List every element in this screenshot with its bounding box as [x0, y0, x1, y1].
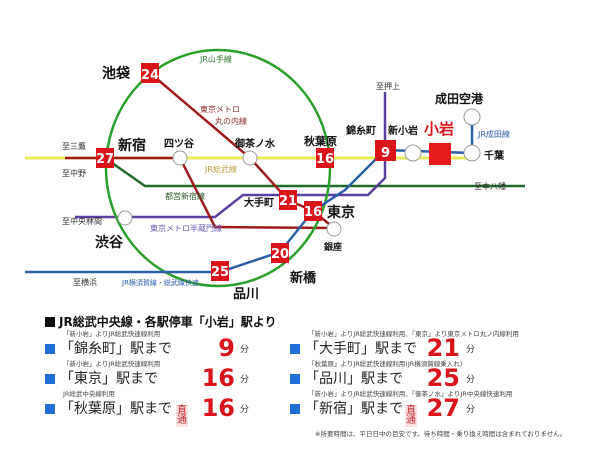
destination: 「錦糸町」駅まで: [60, 341, 172, 357]
route-note: 「新小岩」よりJR総武快速線利用、「御茶ノ水」よりJR中央線快速利用: [308, 390, 513, 398]
station-narita-airport: 成田空港: [435, 91, 484, 126]
station-yotsuya: 四ツ谷: [164, 137, 195, 166]
hanzomon-label: 東京メトロ半蔵門線: [150, 223, 222, 233]
sobu-label: JR総武線: [204, 164, 237, 174]
station-name: 四ツ谷: [164, 137, 195, 150]
dir-mitaka: 至三鷹: [62, 141, 86, 151]
station-shinjuku: 27 新宿: [96, 137, 146, 168]
minutes: 16: [304, 205, 322, 220]
unit: 分: [240, 345, 250, 355]
route-note: 「新小岩」よりJR総武快速線利用: [63, 330, 161, 338]
blue-square-icon: [290, 404, 300, 414]
dir-yokohama: 至横浜: [73, 277, 97, 287]
station-kinshicho: 9 錦糸町: [345, 124, 396, 161]
shinjuku-line-label: 都営新宿線: [165, 191, 205, 201]
blue-square-icon: [45, 374, 55, 384]
yokosuka-label: JR横須賀線・総武線快速: [121, 278, 199, 287]
minutes: 16: [316, 152, 334, 167]
station-otemachi: 21 大手町: [244, 190, 297, 210]
station-name: 成田空港: [435, 91, 484, 106]
station-akihabara: 16 秋葉原: [304, 134, 337, 168]
station-name: 新宿: [118, 137, 146, 154]
marunouchi-label-1: 東京メトロ: [200, 104, 240, 114]
yamanote-label: JR山手線: [199, 54, 232, 64]
minutes: 21: [279, 194, 297, 209]
station-name: 大手町: [244, 196, 274, 209]
route-note: 「新小岩」よりJR総武快速線利用、「東京」より東京メトロ丸ノ内線利用: [308, 330, 519, 338]
station-name: 池袋: [102, 65, 131, 82]
minutes: 9: [381, 146, 390, 161]
station-chiba: 千葉: [463, 144, 505, 162]
station-name: 新橋: [290, 270, 317, 286]
access-title-text: JR総武中央線・各駅停車「小岩」駅より: [59, 315, 277, 329]
yokosuka-sobu-rapid-line: [25, 148, 473, 274]
station-name: 渋谷: [95, 234, 124, 251]
station-name: 銀座: [324, 241, 342, 253]
minutes: 16: [201, 394, 235, 422]
station-name: 錦糸町: [345, 124, 376, 137]
dir-nakano: 至中野: [62, 168, 86, 178]
route-map: JR山手線 東京メトロ 丸の内線 JR総武線 都営新宿線 東京メトロ半蔵門線 J…: [25, 48, 525, 302]
blue-square-icon: [290, 374, 300, 384]
minutes: 24: [141, 68, 159, 83]
destination: 「新宿」駅まで: [305, 401, 403, 417]
station-shibuya: 渋谷: [95, 210, 133, 251]
direct-badge: 直通: [405, 405, 417, 427]
unit: 分: [466, 345, 476, 355]
route-note: 「新小岩」よりJR総武快速線利用: [63, 360, 161, 368]
destination: 「大手町」駅まで: [305, 341, 417, 357]
unit: 分: [240, 405, 250, 415]
blue-square-icon: [45, 404, 55, 414]
station-shimbashi: 20 新橋: [271, 243, 317, 286]
marunouchi-branch: [65, 156, 335, 230]
station-name: 小岩: [424, 120, 454, 138]
station-shinkoiwa: 新小岩: [388, 124, 422, 162]
dir-chuo-rinkan: 至中央林間: [62, 216, 102, 226]
blue-square-icon: [290, 344, 300, 354]
unit: 分: [466, 405, 476, 415]
unit: 分: [240, 375, 250, 385]
station-name: 秋葉原: [304, 134, 337, 148]
station-name: 東京: [327, 204, 355, 221]
destination: 「秋葉原」駅まで: [60, 401, 172, 417]
blue-square-icon: [45, 344, 55, 354]
station-ginza: 銀座: [324, 221, 342, 253]
minutes: 25: [211, 265, 229, 280]
narita-line-label: JR成田線: [477, 129, 510, 139]
station-name: 御茶ノ水: [234, 137, 276, 150]
destination: 「東京」駅まで: [60, 371, 158, 387]
minutes: 20: [271, 247, 289, 262]
direct-badge: 直通: [176, 405, 188, 427]
station-shinagawa: 25 品川: [211, 261, 259, 302]
minutes: 9: [218, 334, 235, 362]
minutes: 25: [426, 364, 460, 392]
access-title: JR総武中央線・各駅停車「小岩」駅より: [45, 315, 276, 329]
minutes: 16: [201, 364, 235, 392]
station-name: 品川: [233, 287, 259, 302]
minutes: 27: [426, 394, 460, 422]
station-ochanomizu: 御茶ノ水: [234, 137, 276, 166]
hanzomon-line: [75, 92, 387, 219]
marunouchi-label-2: 丸の内線: [215, 116, 247, 126]
unit: 分: [466, 375, 476, 385]
black-square-icon: [45, 317, 55, 327]
route-note: JR総武中央線利用: [63, 390, 115, 398]
minutes: 27: [96, 152, 114, 167]
minutes: 21: [426, 334, 460, 362]
dir-motoyawata: 至本八幡: [474, 181, 506, 191]
station-koiwa: 小岩: [424, 120, 454, 165]
shinjuku-line: [104, 156, 525, 188]
station-name: 千葉: [484, 149, 505, 162]
station-ikebukuro: 24 池袋: [102, 63, 159, 83]
route-note: 「秋葉原」よりJR総武快速線利用(JR横須賀線乗入れ): [308, 360, 463, 368]
footnote: ※所要時間は、平日日中の目安です。待ち時間・乗り換え時間は含まれておりません。: [315, 430, 567, 438]
station-tokyo: 16 東京: [304, 201, 355, 221]
destination: 「品川」駅まで: [305, 371, 403, 387]
station-name: 新小岩: [388, 124, 418, 137]
dir-oshiage: 至押上: [376, 81, 400, 91]
